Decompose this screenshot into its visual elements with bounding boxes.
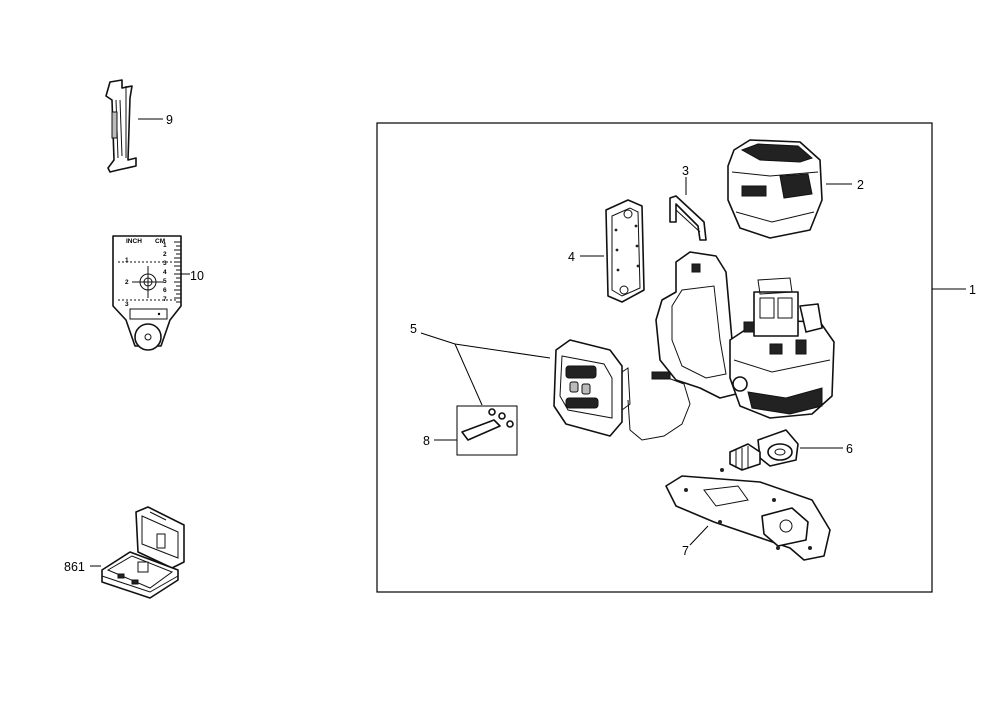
part-6-mount-knob [729, 429, 799, 471]
part-3-bracket [669, 195, 707, 241]
callout-4: 4 [568, 250, 575, 264]
target-cm-mark-6: 6 [163, 287, 167, 294]
target-cm-mark-3: 3 [163, 260, 167, 267]
part-10-target-card: INCH CM 1 2 3 1 2 3 4 5 6 7 [112, 235, 182, 351]
part-8-label-and-screws [461, 408, 514, 441]
callout-3: 3 [682, 164, 689, 178]
ribbon-connector [651, 371, 671, 380]
part-8-kit-box [456, 405, 518, 456]
part-9-clip [105, 79, 137, 173]
leader-5-b [454, 343, 483, 406]
leader-5-a [420, 332, 551, 359]
leader-7 [689, 525, 709, 546]
target-inch-mark-2: 2 [125, 279, 129, 286]
target-cm-mark-2: 2 [163, 251, 167, 258]
target-cm-mark-1: 1 [163, 242, 167, 249]
callout-7: 7 [682, 544, 689, 558]
part-5-keypad-panel [553, 339, 631, 437]
part-7-base-plate [665, 468, 831, 561]
target-cm-mark-4: 4 [163, 269, 167, 276]
callout-10: 10 [190, 269, 204, 283]
callout-5: 5 [410, 322, 417, 336]
callout-8: 8 [423, 434, 430, 448]
part-2-top-cover [727, 139, 823, 239]
target-cm-mark-7: 7 [163, 296, 167, 303]
target-inch-mark-1: 1 [125, 257, 129, 264]
target-inch-mark-3: 3 [125, 301, 129, 308]
target-cm-mark-5: 5 [163, 278, 167, 285]
callout-2: 2 [857, 178, 864, 192]
part-861-case [101, 506, 185, 599]
part-1-main-housing [655, 251, 835, 419]
target-cm-header: CM [155, 238, 165, 245]
assembly-frame [376, 122, 933, 593]
callout-6: 6 [846, 442, 853, 456]
ribbon-cable [627, 377, 691, 441]
callout-9: 9 [166, 113, 173, 127]
callout-861: 861 [64, 560, 85, 574]
callout-1: 1 [969, 283, 976, 297]
part-4-gasket [605, 199, 645, 303]
target-inch-header: INCH [126, 238, 142, 245]
